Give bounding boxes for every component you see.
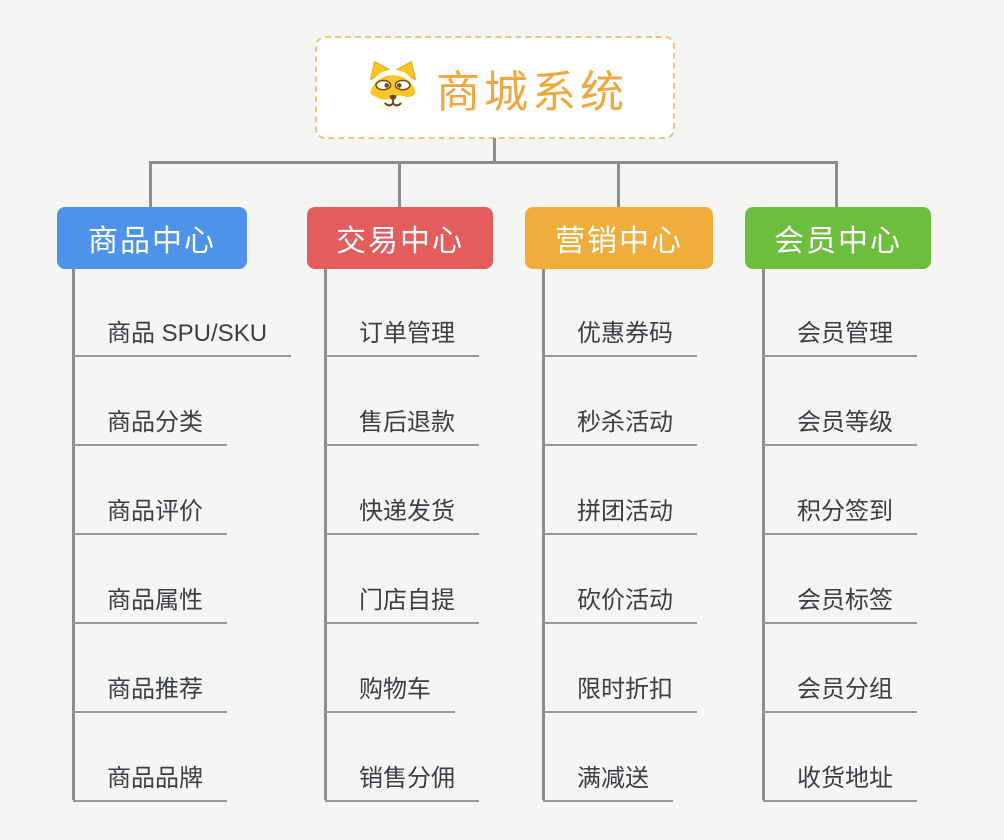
leaf-node[interactable]: 限时折扣 <box>543 675 697 713</box>
leaf-node[interactable]: 积分签到 <box>763 497 917 535</box>
leaf-node[interactable]: 售后退款 <box>325 408 479 446</box>
leaf-node[interactable]: 商品 SPU/SKU <box>73 319 292 357</box>
leaf-node[interactable]: 拼团活动 <box>543 497 697 535</box>
leaf-node[interactable]: 购物车 <box>325 675 455 713</box>
connector-drop-product <box>149 163 152 208</box>
branch-member-center[interactable]: 会员中心 <box>745 207 931 269</box>
leaf-node[interactable]: 秒杀活动 <box>543 408 697 446</box>
leaf-node[interactable]: 商品品牌 <box>73 764 227 802</box>
branch-label: 商品中心 <box>88 225 216 258</box>
connector-drop-member <box>835 163 838 208</box>
branch-label: 会员中心 <box>774 225 902 258</box>
branch-product-center[interactable]: 商品中心 <box>57 207 247 269</box>
connector-drop-trade <box>398 163 401 208</box>
leaf-node[interactable]: 门店自提 <box>325 586 479 624</box>
root-node[interactable]: 商城系统 <box>315 36 675 139</box>
leaf-node[interactable]: 销售分佣 <box>325 764 479 802</box>
leaf-node[interactable]: 砍价活动 <box>543 586 697 624</box>
leaf-node[interactable]: 收货地址 <box>763 764 917 802</box>
leaf-node[interactable]: 快递发货 <box>325 497 479 535</box>
branch-label: 营销中心 <box>555 225 683 258</box>
branch-label: 交易中心 <box>336 225 464 258</box>
leaf-node[interactable]: 商品推荐 <box>73 675 227 713</box>
leaf-node[interactable]: 商品属性 <box>73 586 227 624</box>
leaf-node[interactable]: 优惠券码 <box>543 319 697 357</box>
leaf-node[interactable]: 满减送 <box>543 764 673 802</box>
connector-horizontal-bus <box>149 161 838 164</box>
leaf-node[interactable]: 会员分组 <box>763 675 917 713</box>
leaf-node[interactable]: 会员管理 <box>763 319 917 357</box>
dog-icon <box>369 60 417 114</box>
leaf-node[interactable]: 商品评价 <box>73 497 227 535</box>
leaf-node[interactable]: 会员标签 <box>763 586 917 624</box>
connector-drop-marketing <box>617 163 620 208</box>
leaf-node[interactable]: 商品分类 <box>73 408 227 446</box>
leaf-node[interactable]: 会员等级 <box>763 408 917 446</box>
connector-root-vertical <box>493 138 496 163</box>
branch-trade-center[interactable]: 交易中心 <box>307 207 493 269</box>
root-title: 商城系统 <box>436 67 628 117</box>
branch-marketing-center[interactable]: 营销中心 <box>525 207 713 269</box>
leaf-node[interactable]: 订单管理 <box>325 319 479 357</box>
